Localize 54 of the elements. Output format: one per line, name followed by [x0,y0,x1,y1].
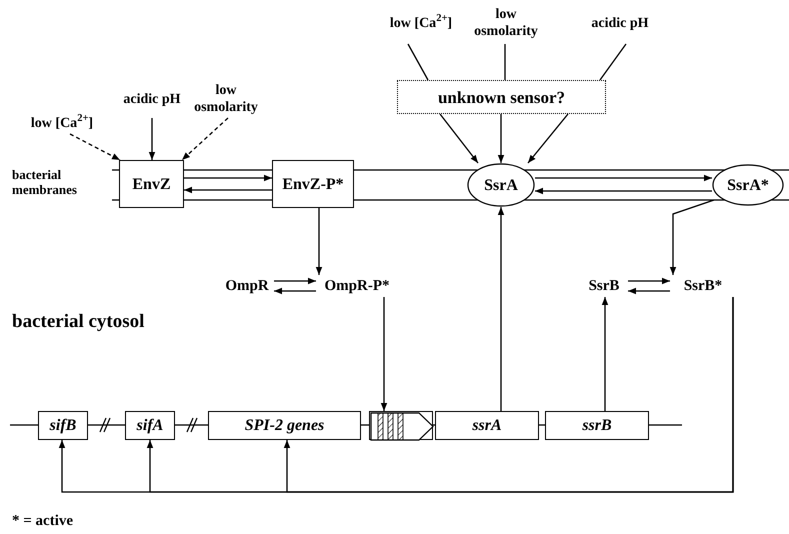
protein-box [272,160,354,208]
stimulus-label: acidic pH [122,80,182,118]
protein-label: sifB [50,417,76,434]
promoter-shape [369,411,433,440]
stimulus-label: SsrB* [670,275,736,297]
arrow [439,114,479,164]
protein-label: ssrA [472,417,502,434]
arrow [498,207,504,411]
stimulus-label: OmpR-P* [316,275,398,297]
arrow [628,278,670,284]
arrow [274,288,316,294]
arrow [602,297,608,411]
gene-box [125,411,175,440]
arrow [628,288,670,294]
sensor-box [397,80,606,114]
protein-ellipse [467,163,535,207]
stimulus-label: low osmolarity [466,2,546,44]
stimulus-label: low [Ca$^{2+}$] [386,2,456,44]
protein-label: SsrA* [727,176,769,194]
gene-box [38,411,88,440]
arrow [535,174,712,182]
arrow [284,297,734,493]
arrow [498,114,504,163]
arrow [182,118,228,160]
arrow [380,297,388,411]
protein-label: unknown sensor? [438,88,566,106]
protein-label: SPI-2 genes [244,417,324,434]
arrow [70,133,120,161]
arrow [528,114,568,164]
stimulus-label: acidic pH [590,2,650,44]
gene-box [435,411,539,440]
compartment-label: bacterial membranes [12,167,78,197]
arrow [184,186,272,194]
arrow [316,208,322,275]
protein-label: EnvZ-P* [282,176,344,192]
protein-label: EnvZ [132,176,171,192]
arrow [148,118,156,160]
protein-box [119,160,184,208]
arrow [274,278,316,284]
arrow [184,174,272,182]
arrow [535,188,712,194]
protein-label: sifA [136,417,164,434]
arrow [670,199,714,275]
stimulus-label: low [Ca$^{2+}$] [10,112,114,134]
protein-label: SsrA [484,176,518,194]
compartment-label: bacterial cytosol [12,310,144,334]
protein-ellipse [712,164,784,206]
stimulus-label: low osmolarity [190,80,262,118]
gene-box [208,411,361,440]
protein-label: ssrB [582,417,612,434]
stimulus-label: SsrB [580,275,628,297]
footnote: * = active [12,512,74,531]
stimulus-label: OmpR [220,275,274,297]
gene-box [545,411,649,440]
